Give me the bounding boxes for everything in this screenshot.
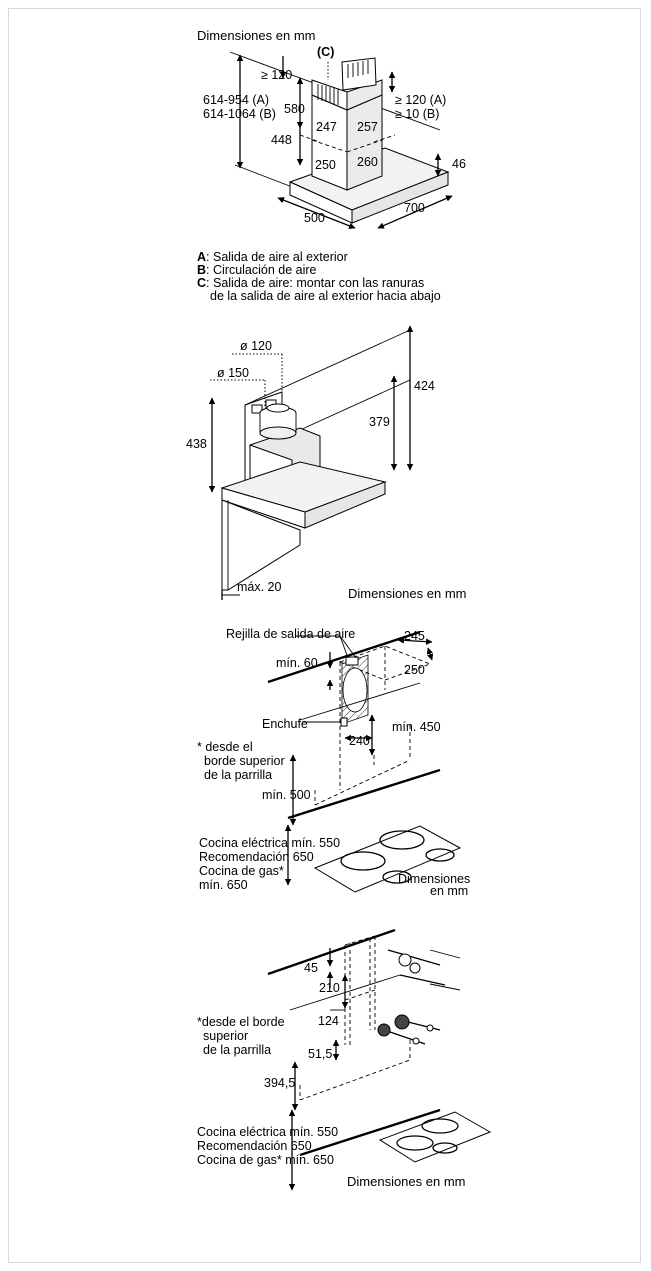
dim-240: 240 xyxy=(349,734,370,748)
label-gas-cooktop: Cocina de gas* xyxy=(199,864,284,878)
dim-top-min-b: ≥ 10 (B) xyxy=(395,107,439,121)
label-air-grille: Rejilla de salida de aire xyxy=(226,627,355,641)
label-recommendation: Recomendación 650 xyxy=(199,850,314,864)
dim-51-5: 51,5 xyxy=(308,1047,332,1061)
legend: A: Salida de aire al exterior B: Circula… xyxy=(197,250,441,303)
chimney-duct xyxy=(311,94,348,191)
dim-top-min-a: ≥ 120 (A) xyxy=(395,93,446,107)
dim-height-438: 438 xyxy=(186,437,207,451)
dim-diameter-150: ø 150 xyxy=(217,366,249,380)
dim-250: 250 xyxy=(404,663,425,677)
dim-45: 45 xyxy=(304,961,318,975)
legend-item-c-continued: de la salida de aire al exterior hacia a… xyxy=(210,289,441,303)
dim-duct-w1: 247 xyxy=(316,120,337,134)
air-slots xyxy=(317,60,369,105)
dim-hood-width: 500 xyxy=(304,211,325,225)
note4-line-2: superior xyxy=(203,1029,248,1043)
legend-item-b: B: Circulación de aire xyxy=(197,263,317,277)
dim-top-min: ≥ 120 xyxy=(261,68,292,82)
note-line-1: * desde el xyxy=(197,740,253,754)
dim-min-450: mín. 450 xyxy=(392,720,441,734)
label-electric-cooktop: Cocina eléctrica mín. 550 xyxy=(199,836,340,850)
dim-min-500: mín. 500 xyxy=(262,788,311,802)
socket-icon xyxy=(340,717,348,727)
note-line-2: borde superior xyxy=(204,754,285,768)
dim-height-a: 614-954 (A) xyxy=(203,93,269,107)
diagram-fixing-points: 45 210 124 51,5 394,5 *desde el borde su… xyxy=(197,928,492,1191)
dim-min-60: mín. 60 xyxy=(276,656,318,670)
label4-gas-cooktop: Cocina de gas* mín. 650 xyxy=(197,1153,334,1167)
dim-duct-w4: 260 xyxy=(357,155,378,169)
dim-245: 245 xyxy=(404,629,425,643)
dim-124: 124 xyxy=(318,1014,339,1028)
legend-item-a: A: Salida de aire al exterior xyxy=(197,250,348,264)
label4-recommendation: Recomendación 650 xyxy=(197,1139,312,1153)
diagram4-footer: Dimensiones en mm xyxy=(347,1174,466,1189)
label-socket: Enchufe xyxy=(262,717,308,731)
label-c: (C) xyxy=(317,45,334,59)
dim-duct-w3: 250 xyxy=(315,158,336,172)
label-gas-min: mín. 650 xyxy=(199,878,248,892)
dim-hood-depth: 700 xyxy=(404,201,425,215)
dim-diameter-120: ø 120 xyxy=(240,339,272,353)
dim-duct-height: 580 xyxy=(284,102,305,116)
diagram-chimney-hood: Dimensiones en mm xyxy=(197,28,466,303)
page-frame xyxy=(8,8,641,1263)
diagram1-header: Dimensiones en mm xyxy=(197,28,316,43)
units-label-2: en mm xyxy=(430,884,468,898)
diagram2-footer: Dimensiones en mm xyxy=(348,586,467,601)
note-line-3: de la parrilla xyxy=(204,768,272,782)
units-label-1: Dimensiones xyxy=(398,872,470,886)
dim-max-20: máx. 20 xyxy=(237,580,282,594)
note4-line-1: *desde el borde xyxy=(197,1015,285,1029)
lower-fixing-screws xyxy=(377,1014,441,1045)
label4-electric-cooktop: Cocina eléctrica mín. 550 xyxy=(197,1125,338,1139)
dim-duct-w2: 257 xyxy=(357,120,378,134)
diagram-hood-side: ø 120 ø 150 438 424 379 máx. 20 Dimensio… xyxy=(186,325,467,601)
dim-height-b: 614-1064 (B) xyxy=(203,107,276,121)
dim-394-5: 394,5 xyxy=(264,1076,295,1090)
note4-line-3: de la parrilla xyxy=(203,1043,271,1057)
legend-item-c: C: Salida de aire: montar con las ranura… xyxy=(197,276,424,290)
upper-fixing-screws xyxy=(387,949,461,991)
dim-height-424: 424 xyxy=(414,379,435,393)
dim-hood-thickness: 46 xyxy=(452,157,466,171)
dim-210: 210 xyxy=(319,981,340,995)
dim-duct-lower: 448 xyxy=(271,133,292,147)
dim-height-379: 379 xyxy=(369,415,390,429)
air-grille xyxy=(345,656,359,666)
wall-surface xyxy=(221,499,301,591)
diagram-wall-layout: Rejilla de salida de aire mín. 60 245 25… xyxy=(197,627,470,898)
